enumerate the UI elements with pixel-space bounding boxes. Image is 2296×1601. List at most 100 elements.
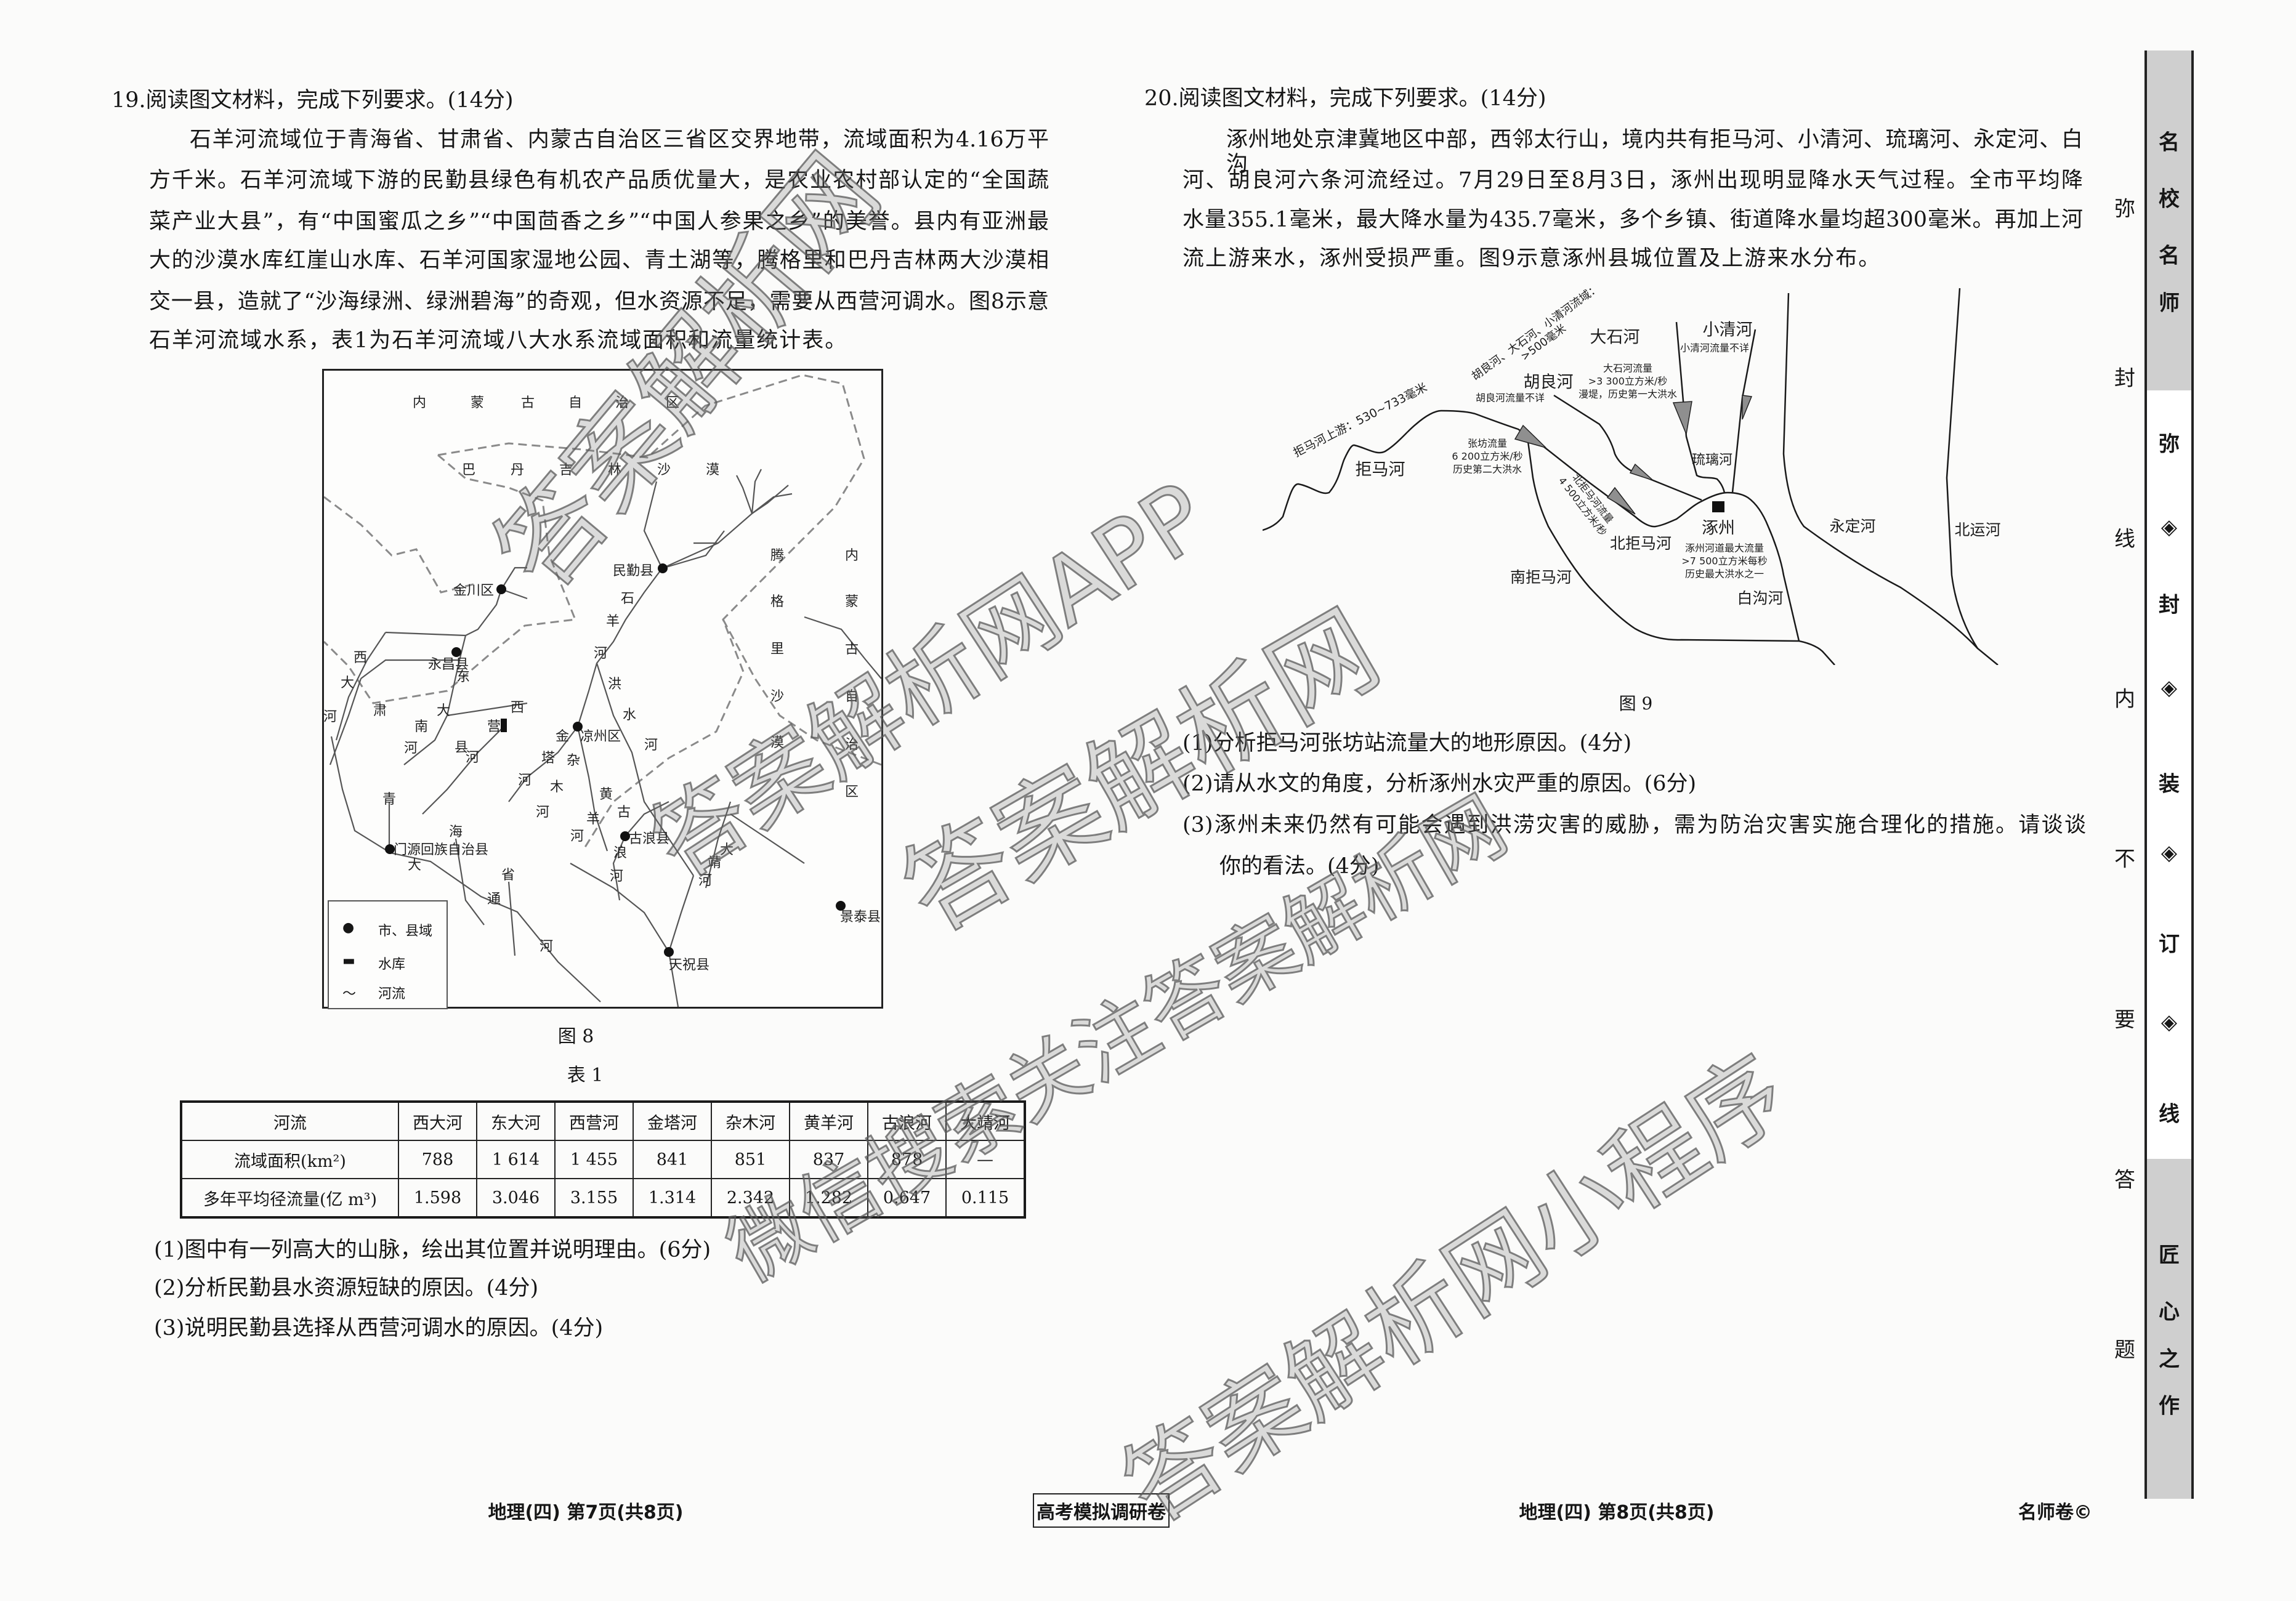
strip-middle-char: 线: [2159, 1102, 2180, 1127]
note-line: 历史第二大洪水: [1452, 463, 1522, 475]
q19-paragraph-line: 方千米。石羊河流域下游的民勤县绿色有机农产品质优量大，是农业农村部认定的“全国蔬: [149, 168, 1049, 193]
note-line: 历史最大洪水之一: [1684, 568, 1764, 580]
river-label-beiyun: 北运河: [1954, 521, 2001, 539]
header-cell: 杂木河: [711, 1101, 790, 1141]
q19-paragraph-line: 石羊河流域位于青海省、甘肃省、内蒙古自治区三省区交界地带，流域面积为4.16万平: [190, 127, 1049, 152]
reservoir-icon: ▬: [342, 953, 355, 969]
legend-reservoir-label: 水库: [378, 957, 406, 972]
dashi-flow-note: 大石河流量 >3 300立方米/秒 漫堤，历史第一大洪水: [1578, 362, 1677, 401]
header-cell: 东大河: [476, 1101, 556, 1141]
strip-top-char: 名: [2159, 243, 2180, 268]
map-label: 河: [535, 805, 550, 820]
seal-line-char: 封: [2114, 366, 2135, 391]
map-label: 沙: [657, 462, 671, 478]
map-label: 内: [844, 548, 859, 563]
note-line: 涿州河道最大流量: [1684, 542, 1764, 554]
strip-bottom-char: 之: [2159, 1347, 2180, 1372]
header-cell: 河流: [180, 1101, 399, 1141]
strip-bottom-char: 匠: [2159, 1243, 2180, 1268]
table-cell: 3.155: [554, 1178, 634, 1218]
q20-title: 20.阅读图文材料，完成下列要求。(14分): [1144, 86, 1546, 111]
q20-question-3-cont: 你的看法。(4分): [1219, 854, 1380, 879]
river-label-baigou: 白沟河: [1737, 589, 1784, 607]
map-label: 黄: [599, 787, 613, 802]
map-label: 木: [549, 780, 564, 795]
map-label: 河: [593, 646, 608, 661]
map-label: 海: [448, 825, 463, 840]
note-line: 6 200立方米/秒: [1452, 450, 1523, 462]
flow-arrows: [1514, 395, 1753, 515]
yongding-river-line: [1782, 292, 1999, 665]
strip-top-char: 师: [2159, 291, 2180, 316]
figure-9-caption: 图 9: [1619, 693, 1653, 714]
q19-paragraph-line: 大的沙漠水库红崖山水库、石羊河国家湿地公园、青土湖等，腾格里和巴丹吉林两大沙漠相: [149, 248, 1049, 273]
row-label: 多年平均径流量(亿 m³): [180, 1178, 399, 1218]
fig8-drawing: [324, 374, 881, 1007]
map-label: 营: [487, 719, 501, 735]
table-cell: 1.314: [633, 1178, 712, 1218]
city-label-zhuozhou: 涿州: [1702, 518, 1735, 538]
rivers: [329, 469, 881, 1007]
note-line: >3 300立方米/秒: [1588, 375, 1668, 387]
note-line: 漫堤，历史第一大洪水: [1578, 388, 1678, 400]
strip-middle-char: 弥: [2159, 432, 2180, 457]
table-cell: 1 614: [476, 1140, 556, 1179]
map-label: 通: [487, 892, 501, 907]
river-label-yongding: 永定河: [1829, 517, 1876, 535]
q19-question-3: (3)说明民勤县选择从西营河调水的原因。(4分): [154, 1316, 604, 1341]
nanjuma-river-line: [1527, 441, 1835, 665]
q20-paragraph-line: 水量355.1毫米，最大降水量为435.7毫米，多个乡镇、街道降水量均超300毫…: [1182, 208, 2083, 232]
zhuozhou-city-marker: [1712, 501, 1724, 512]
map-label: 区: [844, 784, 859, 800]
map-label: 林: [607, 462, 622, 478]
map-label: 南: [414, 719, 429, 735]
map-label: 西: [510, 700, 525, 716]
row-label: 流域面积(km²): [180, 1140, 399, 1179]
river-label-liuli: 琉璃河: [1691, 453, 1733, 468]
q20-paragraph-line: 流上游来水，涿州受损严重。图9示意涿州县城位置及上游来水分布。: [1182, 246, 1882, 271]
q19-question-2: (2)分析民勤县水资源短缺的原因。(4分): [154, 1276, 539, 1301]
footer-page-8: 地理(四) 第8页(共8页): [1519, 1502, 1715, 1523]
table-cell: 878: [867, 1140, 947, 1179]
strip-middle-char: 订: [2159, 932, 2180, 957]
table-cell: 841: [633, 1140, 712, 1179]
table-cell: —: [945, 1140, 1025, 1179]
q19-question-1: (1)图中有一列高大的山脉，绘出其位置并说明理由。(6分): [154, 1238, 711, 1262]
map-label: 蒙: [470, 395, 485, 411]
zhangfang-flow-note: 张坊流量 6 200立方米/秒 历史第二大洪水: [1452, 437, 1522, 476]
watermark: 答案解析网小程序: [1104, 1034, 1807, 1545]
map-label: 治: [844, 737, 859, 752]
province-boundaries: [324, 374, 881, 852]
city-dots: [385, 563, 846, 957]
strip-top-char: 名: [2159, 130, 2180, 155]
table-cell: 1.282: [789, 1178, 868, 1218]
strip-middle-char: ◈: [2161, 515, 2178, 539]
map-label: 吉: [559, 462, 573, 478]
map-label: 自: [844, 689, 859, 704]
map-label: 河: [539, 939, 554, 954]
strip-bottom-char: 作: [2159, 1393, 2180, 1419]
seal-line-char: 弥: [2114, 196, 2135, 222]
seal-line-char: 答: [2114, 1167, 2135, 1193]
q19-paragraph-line: 菜产业大县”，有“中国蜜瓜之乡”“中国茴香之乡”“中国人参果之乡”的美誉。县内有…: [149, 209, 1049, 234]
map-label: 省: [501, 868, 515, 883]
header-cell: 西营河: [554, 1101, 634, 1141]
figure-8-caption: 图 8: [557, 1026, 594, 1047]
map-label: 水: [622, 708, 637, 723]
header-cell: 大靖河: [945, 1101, 1025, 1141]
beiyun-river-line: [1946, 288, 1979, 649]
map-label: 金: [555, 729, 570, 744]
map-label: 大: [340, 675, 355, 691]
q19-title: 19.阅读图文材料，完成下列要求。(14分): [111, 88, 514, 113]
huliang-flow-note: 胡良河流量不详: [1475, 392, 1545, 404]
city-label: 民勤县: [612, 563, 654, 579]
table-1-caption: 表 1: [567, 1065, 604, 1086]
map-label: 大: [407, 858, 422, 873]
seal-line-char: 线: [2114, 526, 2135, 552]
table-cell: 1 455: [554, 1140, 634, 1179]
river-label-xiaoqing: 小清河: [1702, 320, 1753, 340]
river-label-huliang: 胡良河: [1523, 373, 1574, 392]
map-label: 自: [568, 395, 583, 411]
table-cell: 3.046: [476, 1178, 556, 1218]
map-label: 古: [520, 395, 535, 411]
